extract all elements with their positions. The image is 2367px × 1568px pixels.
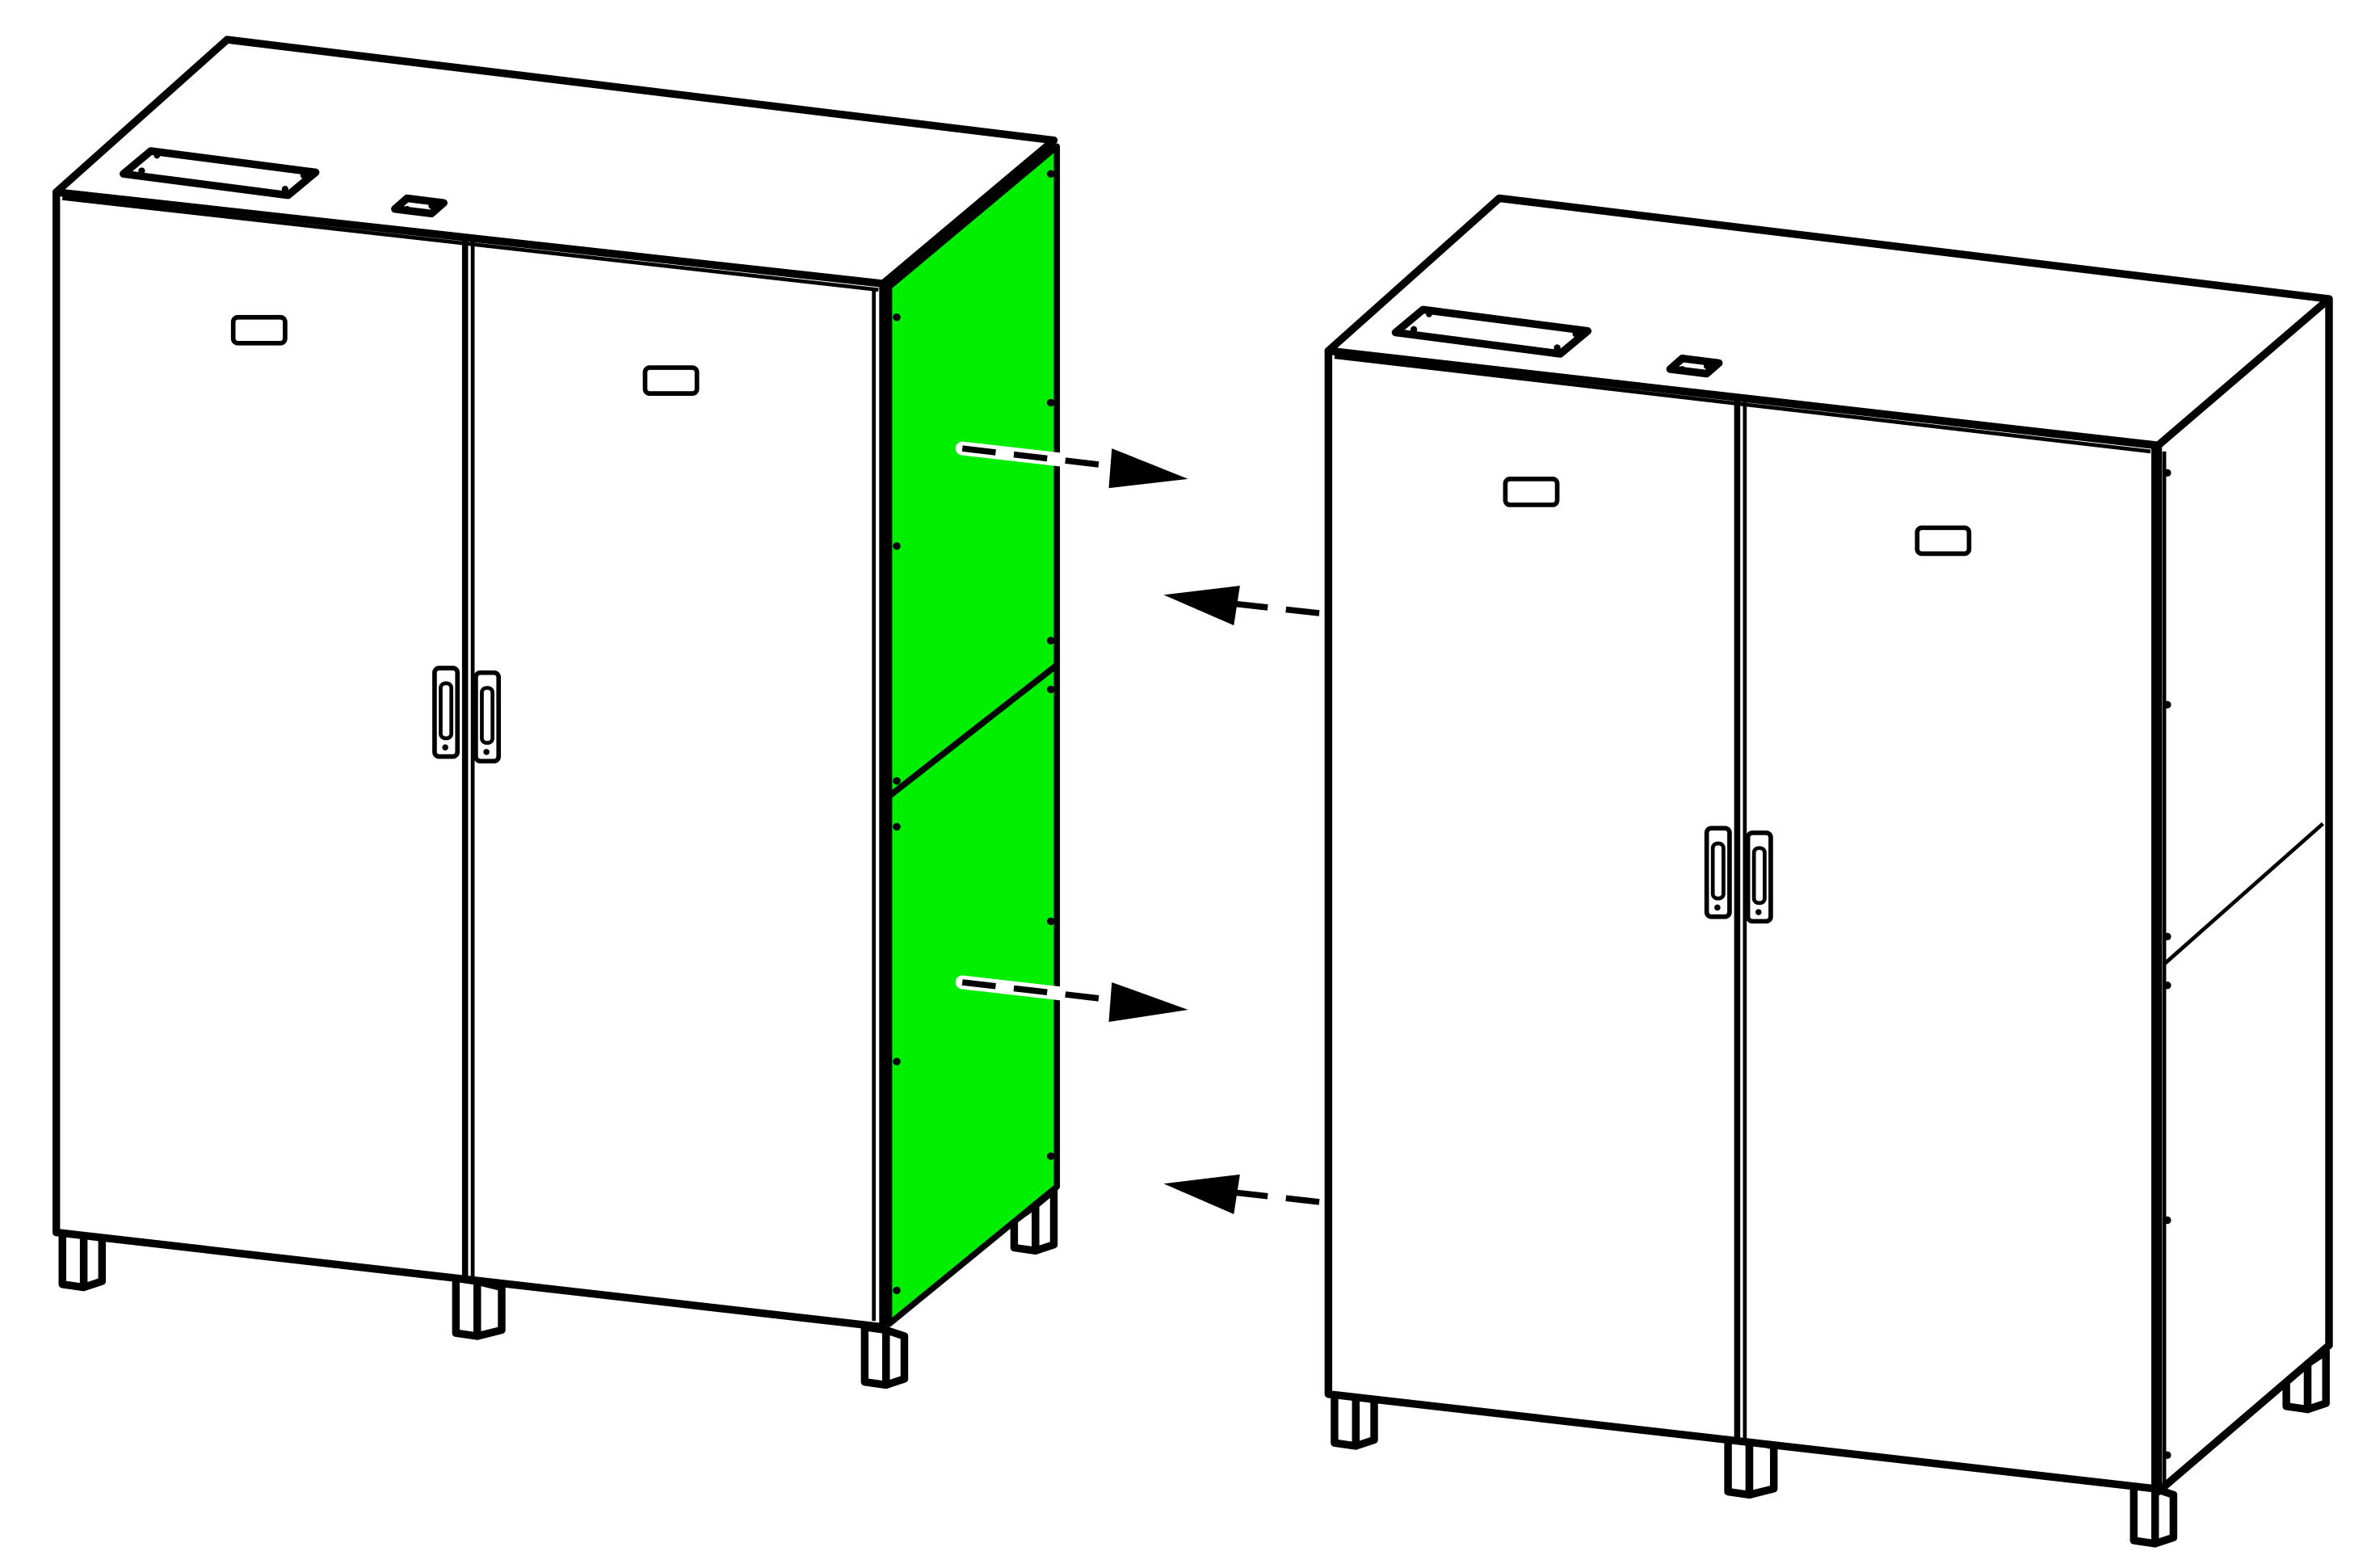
right-cab-right-label-window	[1915, 525, 1972, 557]
side-panel-lower	[885, 662, 1061, 1327]
right-cabinet-front	[1324, 347, 2159, 1493]
right-cab-left-label-window	[1503, 477, 1560, 507]
left-top-cable-plate	[120, 147, 320, 200]
right-cabinet	[1324, 194, 2333, 1548]
right-door-label-window	[642, 365, 700, 396]
left-top-small-plate	[391, 194, 448, 218]
arrow-left-icon	[1163, 586, 1320, 626]
left-cabinet	[52, 36, 1061, 1389]
left-door-handle	[432, 666, 460, 759]
left-cabinet-front	[52, 188, 887, 1331]
movement-arrows	[955, 441, 1320, 1214]
arrow-right-icon	[955, 975, 1188, 1023]
right-top-cable-plate	[1391, 305, 1592, 358]
right-cab-left-handle	[1704, 826, 1732, 919]
right-door-handle	[473, 670, 502, 764]
arrow-right-icon	[955, 441, 1188, 489]
right-top-small-plate	[1666, 354, 1723, 378]
left-door-label-window	[230, 314, 288, 346]
arrow-left-icon	[1163, 1174, 1320, 1214]
right-cab-right-handle	[1745, 830, 1773, 924]
left-cabinet-side-panel-highlighted	[885, 143, 1061, 1327]
